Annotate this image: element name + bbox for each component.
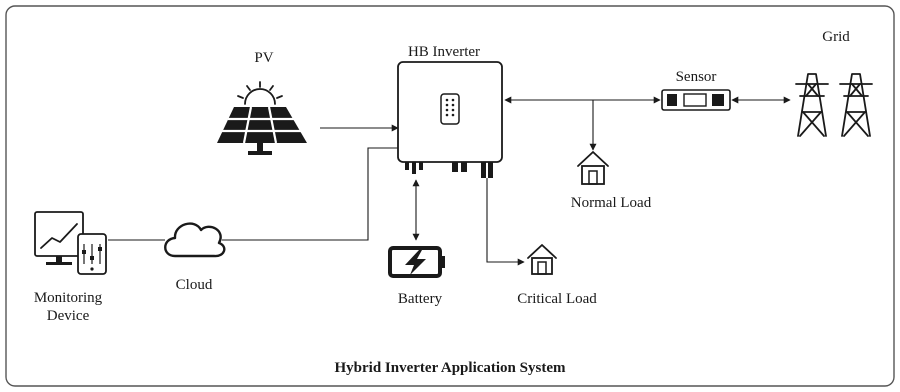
cloud-icon — [164, 222, 226, 258]
pv-label: PV — [254, 50, 273, 66]
sensor-label: Sensor — [676, 69, 717, 85]
solar-panel-with-sun-icon — [217, 81, 307, 155]
transmission-tower-icon — [795, 73, 873, 137]
inverter-unit-icon — [397, 61, 503, 178]
normal-load-house-icon — [577, 151, 609, 185]
monitoring-label-line2: Device — [47, 308, 90, 324]
diagram-frame — [5, 5, 895, 387]
inverter-label: HB Inverter — [408, 44, 480, 60]
critical-load-house-icon — [527, 244, 557, 275]
diagram-title: Hybrid Inverter Application System — [335, 360, 566, 376]
charging-battery-icon — [388, 246, 445, 278]
grid-label: Grid — [822, 29, 850, 45]
critical-load-label: Critical Load — [517, 291, 597, 307]
energy-meter-icon — [661, 89, 731, 111]
battery-label: Battery — [398, 291, 443, 307]
monitoring-label-line1: Monitoring — [34, 290, 103, 306]
cloud-to-inverter-line — [222, 147, 398, 241]
to-critical-load-arrow — [486, 178, 525, 266]
monitor-and-phone-icon — [34, 211, 107, 275]
normal-load-label: Normal Load — [571, 195, 652, 211]
cloud-label: Cloud — [176, 277, 213, 293]
